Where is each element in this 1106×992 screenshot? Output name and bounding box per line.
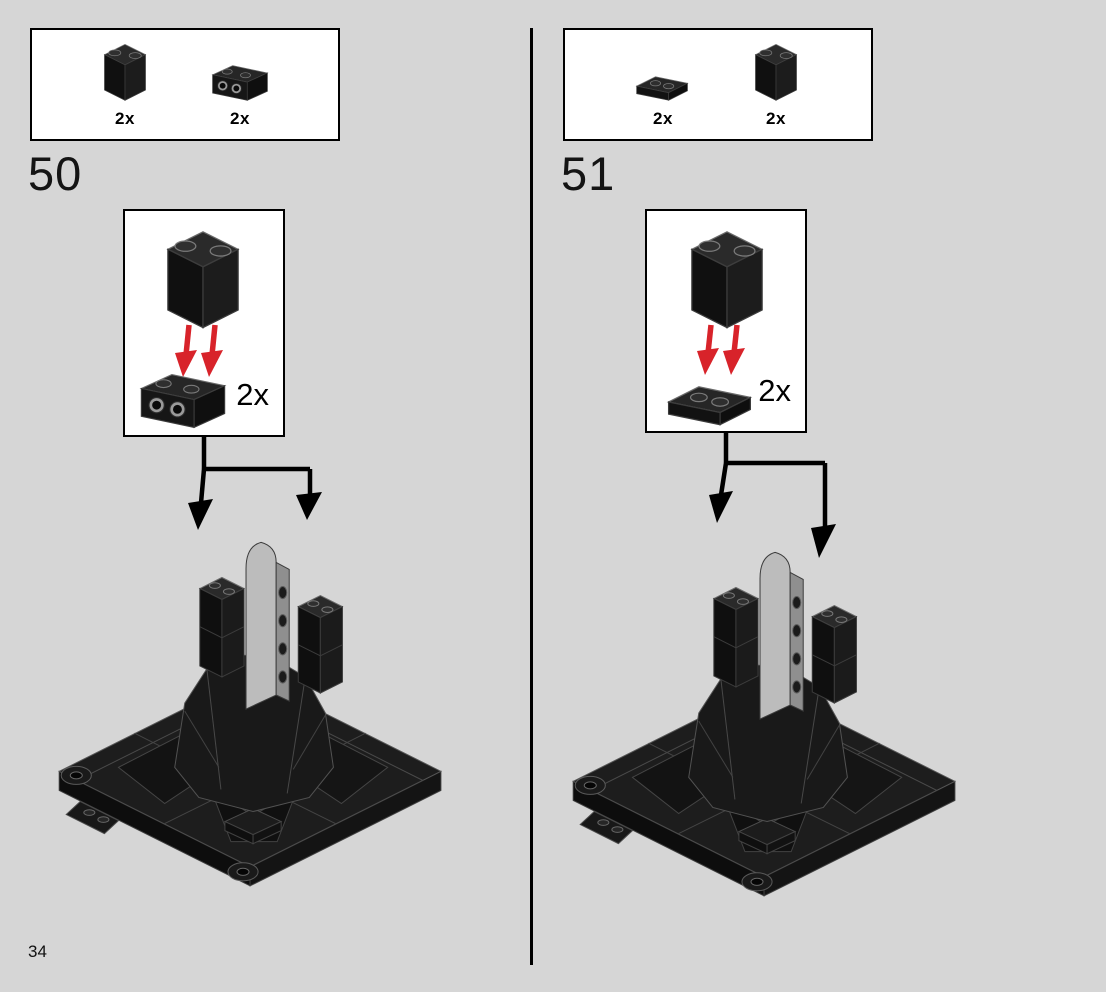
part-count: 2x (230, 109, 250, 128)
connector-arrows-step-50 (188, 437, 322, 530)
red-arrow-icon (175, 324, 223, 377)
parts-callout-step-51: 2x 2x (563, 28, 873, 141)
brick-1x2-technic-icon (207, 34, 273, 104)
step-number-51: 51 (561, 147, 616, 200)
plate-1x2-icon (667, 386, 752, 426)
inset-count: 2x (758, 373, 791, 408)
assembly-illustration-step-51 (528, 480, 980, 922)
brick-1x2x2-icon (691, 231, 763, 329)
inset-box-step-50: 2x (123, 209, 285, 437)
plate-1x2-icon (632, 34, 694, 104)
part-item: 2x (97, 34, 153, 129)
inset-box-step-51: 2x (645, 209, 807, 433)
part-count: 2x (653, 109, 673, 128)
inset-illustration (140, 231, 239, 429)
inset-illustration (667, 231, 763, 426)
part-count: 2x (766, 109, 786, 128)
brick-1x2-technic-icon (140, 373, 226, 429)
assembly-illustration-step-50 (14, 470, 466, 912)
black-arrowhead-icon (811, 524, 836, 558)
connector-arrows-step-51 (709, 433, 836, 558)
column-divider (530, 28, 533, 965)
part-item: 2x (632, 34, 694, 129)
brick-1x2x2-icon (167, 231, 239, 329)
page-number: 34 (28, 942, 47, 961)
red-arrow-icon (697, 324, 745, 375)
step-number-50: 50 (28, 147, 83, 200)
part-count: 2x (115, 109, 135, 128)
brick-1x2x2-icon (748, 34, 804, 104)
part-item: 2x (207, 34, 273, 129)
brick-1x2x2-icon (97, 34, 153, 104)
part-item: 2x (748, 34, 804, 129)
black-arrowhead-icon (188, 499, 213, 530)
parts-callout-step-50: 2x 2x (30, 28, 340, 141)
black-arrowhead-icon (709, 491, 733, 523)
black-arrowhead-icon (296, 492, 322, 520)
inset-count: 2x (236, 377, 269, 412)
